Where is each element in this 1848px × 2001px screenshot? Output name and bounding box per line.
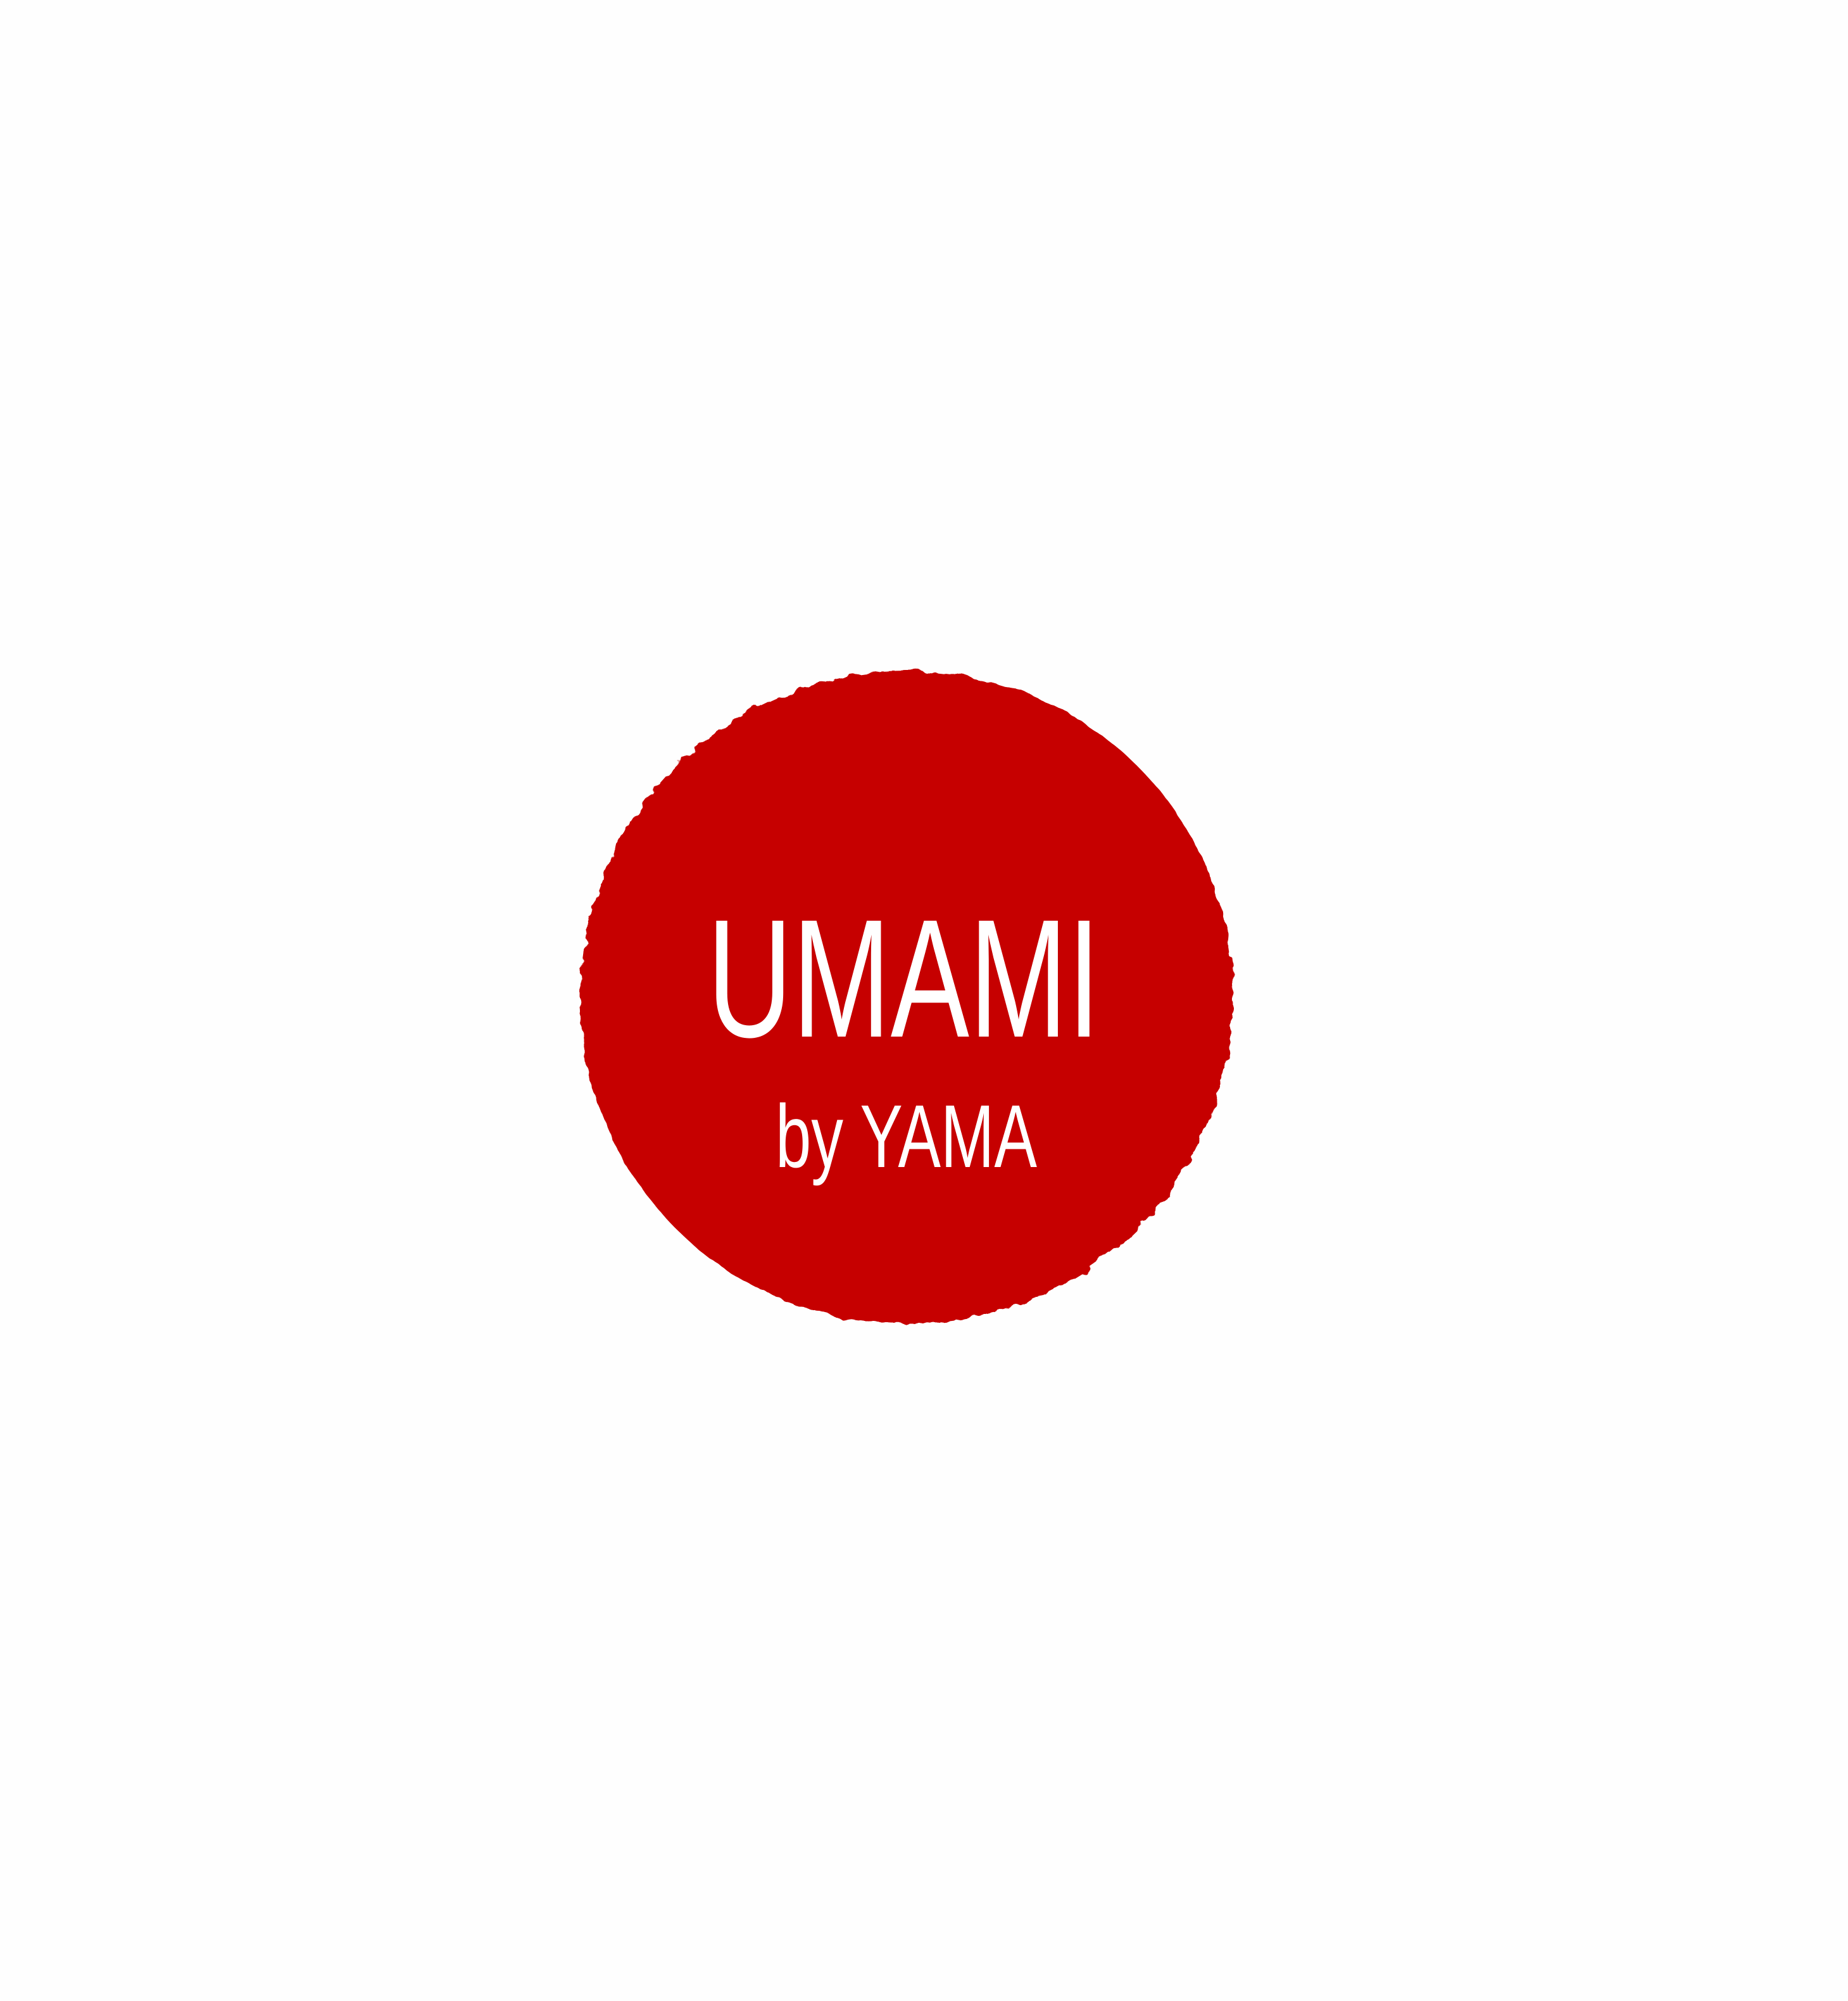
logo-title: UMAMI [707,885,1100,1073]
red-brush-circle [580,671,1233,1324]
logo-subtitle: by YAMA [776,1086,1037,1186]
